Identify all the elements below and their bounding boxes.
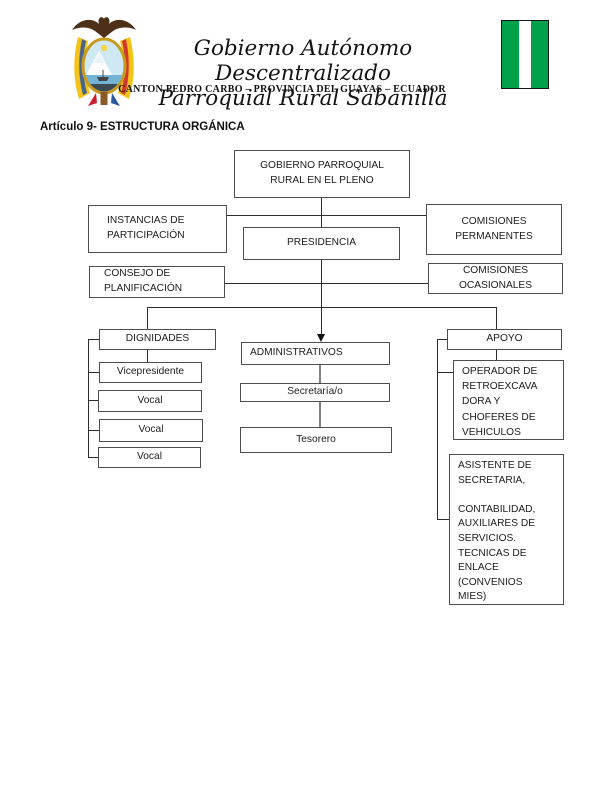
stub-dignidades [88,339,99,341]
connector-administrativos-secretaria [319,365,322,383]
org-box-pleno: GOBIERNO PARROQUIAL RURAL EN EL PLENO [234,150,410,198]
connector-tier-span [147,307,497,309]
org-box-vocal-2: Vocal [99,419,203,442]
org-box-presidencia: PRESIDENCIA [243,227,400,260]
letterhead-subtitle: CANTON PEDRO CARBO – PROVINCIA DEL GUAYA… [118,84,446,95]
org-box-asistente-secretaria: ASISTENTE DE SECRETARIA, CONTABILIDAD, A… [449,454,564,605]
connector-secretaria-tesorero [319,402,322,427]
org-box-operador-retroexcavadora: OPERADOR DE RETROEXCAVA DORA Y CHOFERES … [453,360,564,440]
org-box-dignidades: DIGNIDADES [99,329,216,350]
org-box-vicepresidente: Vicepresidente [99,362,202,383]
connector-drop-apoyo [496,307,498,329]
rail-apoyo [437,339,439,520]
letterhead-title-line1: Gobierno Autónomo Descentralizado [193,36,413,86]
rail-dignidades [88,339,90,458]
connector-pleno-presidencia [321,198,323,227]
arrowhead-down-icon [317,334,325,342]
connector-presidencia-down [321,260,323,335]
org-box-administrativos: ADMINISTRATIVOS [241,342,390,365]
article-heading: Artículo 9- ESTRUCTURA ORGÁNICA [40,121,245,133]
org-box-consejo-de-planificacion: CONSEJO DE PLANIFICACIÓN [89,266,225,298]
stub-asistente [437,519,449,521]
org-box-tesorero: Tesorero [240,427,392,453]
connector-consejo-comocasionales [225,283,428,285]
sabanilla-flag-icon [501,20,549,89]
org-box-comisiones-ocasionales: COMISIONES OCASIONALES [428,263,563,294]
stub-vicepresidente [88,372,99,374]
org-box-vocal-1: Vocal [98,390,202,412]
stub-vocal-1 [88,400,98,402]
stub-vocal-3 [88,457,98,459]
connector-dignidades-vicepresidente [147,350,149,362]
connector-apoyo-operador [496,350,498,360]
stub-operador [437,372,453,374]
org-box-secretaria: Secretaría/o [240,383,390,402]
org-box-comisiones-permanentes: COMISIONES PERMANENTES [426,204,562,255]
ecuador-coat-of-arms-icon [66,13,142,107]
letterhead-title: Gobierno Autónomo Descentralizado Parroq… [103,36,503,111]
org-box-instancias-de-participacion: INSTANCIAS DE PARTICIPACIÓN [88,205,227,253]
stub-vocal-2 [88,430,99,432]
letterhead-title-line2: Parroquial Rural Sabanilla [158,86,448,111]
stub-apoyo [437,339,447,341]
org-box-apoyo: APOYO [447,329,562,350]
org-box-vocal-3: Vocal [98,447,201,468]
connector-drop-dignidades [147,307,149,329]
connector-instancias-compermanentes [227,215,426,217]
